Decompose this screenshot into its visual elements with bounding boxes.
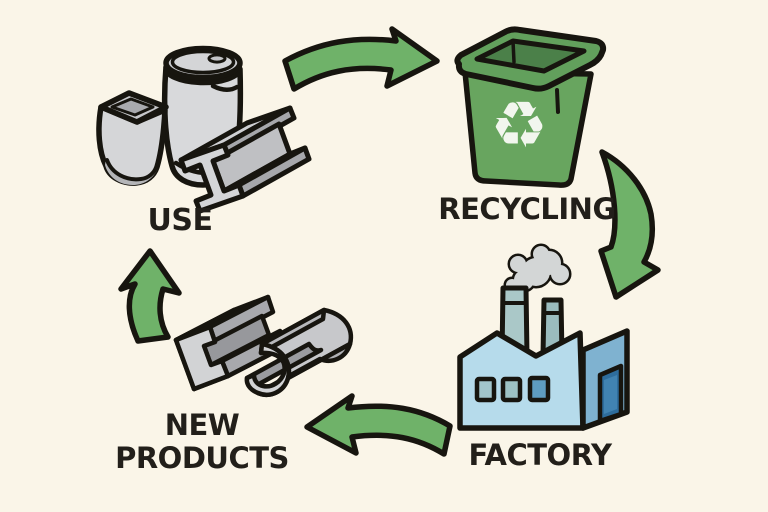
recycling-bin-icon: ♻ [454, 26, 607, 188]
arrow-new-products-to-use-icon [118, 248, 182, 344]
chimney-icon [499, 285, 565, 359]
smoke-icon [503, 243, 572, 294]
arrow-factory-to-new-products-icon [304, 393, 453, 457]
label-new-products-line2: PRODUCTS [115, 441, 289, 475]
steel-beam-icon [178, 105, 312, 214]
factory-windows [474, 375, 551, 403]
factory-icon [457, 243, 630, 431]
arrow-use-to-recycling-icon [282, 26, 440, 92]
recycle-symbol-icon: ♻ [490, 89, 547, 163]
channel-front-piece [244, 307, 354, 397]
can-pull-tab [207, 53, 227, 64]
channel-back-piece [173, 294, 289, 392]
metal-channel-icon [173, 294, 354, 397]
open-can-icon [96, 90, 169, 186]
label-recycling: RECYCLING [438, 192, 616, 226]
label-new-products-line1: NEW [164, 408, 240, 442]
arrow-recycling-to-factory-icon [598, 149, 661, 300]
scrap-metal-icon [96, 45, 312, 214]
label-factory: FACTORY [468, 438, 612, 472]
factory-door-icon [597, 363, 624, 424]
label-new-products: NEW PRODUCTS [115, 409, 289, 475]
label-use: USE [147, 203, 213, 238]
